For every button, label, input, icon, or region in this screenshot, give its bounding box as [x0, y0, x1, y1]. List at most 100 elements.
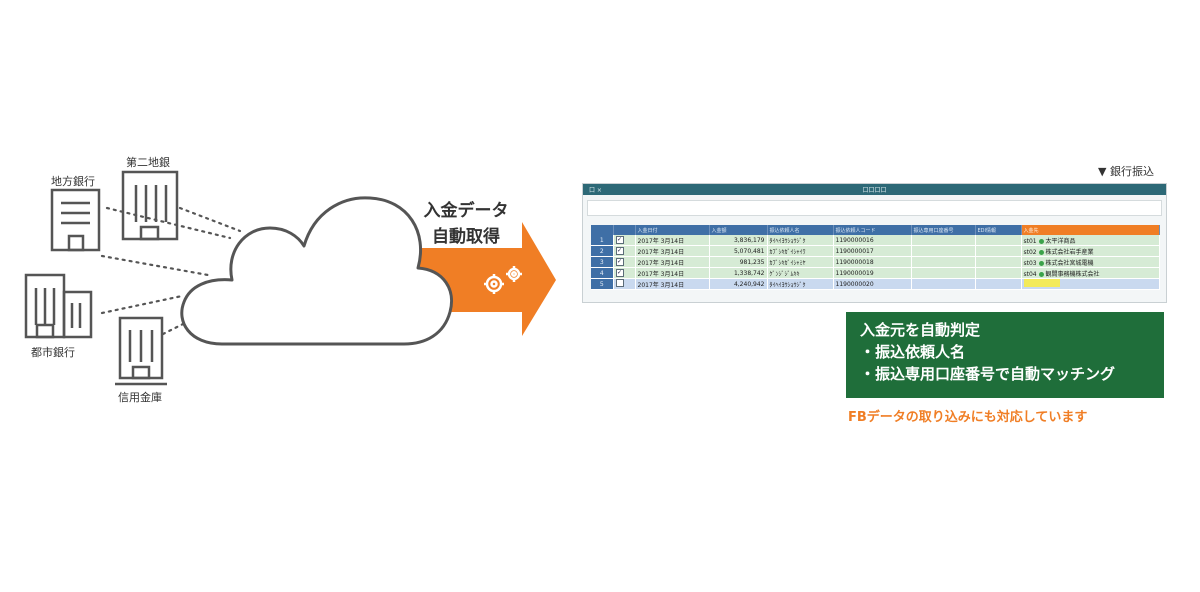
date-cell: 2017年 3月14日 — [635, 256, 710, 268]
edi-cell — [975, 235, 1022, 246]
table-row[interactable]: 3 ✓ 2017年 3月14日 981,235 ｶﾌﾞｼｷｶﾞｲｼｬﾐﾔ 119… — [591, 256, 1160, 268]
row-checkbox[interactable] — [615, 279, 624, 287]
destination-cell[interactable] — [1021, 278, 1160, 290]
grid-header[interactable]: 振込依頼人コード — [833, 225, 912, 235]
status-dot-icon — [1038, 238, 1044, 244]
screenshot-caption: ▼ 銀行振込 — [1098, 165, 1154, 178]
payer-code-cell: 1190000018 — [833, 256, 912, 268]
status-dot-icon — [1038, 249, 1044, 255]
window-title: 口口口口 — [862, 187, 887, 194]
status-dot-icon — [1038, 271, 1044, 277]
destination-name: 太平洋商品 — [1045, 237, 1076, 245]
auto-match-item-name: ・振込依頼人名 — [860, 343, 966, 361]
bank-label-shinkin: 信用金庫 — [118, 391, 162, 404]
table-row[interactable]: 2 ✓ 2017年 3月14日 5,070,481 ｶﾌﾞｼｷｶﾞｲｼｬｲﾜ 1… — [591, 245, 1160, 257]
destination-cell[interactable]: st04 観間事務機株式会社 — [1021, 267, 1160, 279]
row-checkbox[interactable]: ✓ — [615, 247, 624, 255]
cloud-shape — [180, 196, 453, 346]
destination-cell[interactable]: st03 株式会社宮城電機 — [1021, 256, 1160, 268]
auto-match-title: 入金元を自動判定 — [860, 321, 981, 339]
line-city-bottom — [100, 294, 184, 315]
row-checkbox[interactable]: ✓ — [615, 236, 624, 244]
window-titlebar: 口 × 口口口口 — [583, 184, 1166, 195]
account-cell — [911, 278, 976, 290]
row-number: 1 — [591, 235, 614, 246]
gear-icon — [484, 266, 522, 294]
grid-header — [591, 225, 614, 235]
payer-name-cell: ﾀｲﾍｲﾖｳｼｮｳｼﾞｸ — [767, 235, 834, 246]
payer-name-cell: ｶﾌﾞｼｷｶﾞｲｼｬｲﾜ — [767, 245, 834, 257]
unmatched-highlight — [1023, 279, 1060, 287]
edi-cell — [975, 256, 1022, 268]
payer-code-cell: 1190000020 — [833, 278, 912, 290]
payer-name-cell: ｶﾌﾞｼｷｶﾞｲｼｬﾐﾔ — [767, 256, 834, 268]
date-cell: 2017年 3月14日 — [635, 245, 710, 257]
grid-header[interactable]: 入金日付 — [635, 225, 710, 235]
grid-header[interactable]: 入金額 — [709, 225, 768, 235]
row-number: 5 — [591, 278, 614, 290]
bank-label-city: 都市銀行 — [31, 346, 75, 359]
bank-label-second-regional: 第二地銀 — [126, 156, 170, 169]
row-number: 4 — [591, 267, 614, 279]
grid-header[interactable]: 入金先 — [1021, 225, 1160, 235]
deposit-grid: 入金日付 入金額 振込依頼人名 振込依頼人コード 振込専用口座番号 EDI情報 … — [591, 225, 1160, 290]
destination-name: 観間事務機株式会社 — [1045, 270, 1100, 278]
amount-cell: 981,235 — [709, 256, 768, 268]
window-controls: 口 × — [589, 187, 602, 194]
row-checkbox[interactable]: ✓ — [615, 258, 624, 266]
edi-cell — [975, 278, 1022, 290]
date-cell: 2017年 3月14日 — [635, 278, 710, 290]
grid-header[interactable]: 振込専用口座番号 — [911, 225, 976, 235]
arrow-label: 入金データ 自動取得 — [406, 198, 526, 250]
grid-header[interactable]: 振込依頼人名 — [767, 225, 834, 235]
account-cell — [911, 267, 976, 279]
row-checkbox-cell[interactable] — [613, 278, 636, 290]
table-row[interactable]: 4 ✓ 2017年 3月14日 1,338,742 ｹﾞﾝｼﾞｼﾞﾑｷｷ 119… — [591, 267, 1160, 279]
destination-cell[interactable]: st02 株式会社岩手産業 — [1021, 245, 1160, 257]
payer-name-cell: ｹﾞﾝｼﾞｼﾞﾑｷｷ — [767, 267, 834, 279]
payer-code-cell: 1190000017 — [833, 245, 912, 257]
amount-cell: 1,338,742 — [709, 267, 768, 279]
destination-code: st01 — [1023, 237, 1037, 245]
building-icon — [24, 273, 93, 339]
auto-match-box: 入金元を自動判定 ・振込依頼人名 ・振込専用口座番号で自動マッチング — [846, 312, 1164, 398]
payer-name-cell: ﾀｲﾍｲﾖｳｼｮｳｼﾞｸ — [767, 278, 834, 290]
status-dot-icon — [1038, 260, 1044, 266]
destination-name: 株式会社岩手産業 — [1045, 248, 1094, 256]
line-regional — [105, 206, 232, 240]
row-checkbox-cell[interactable]: ✓ — [613, 267, 636, 279]
row-checkbox[interactable]: ✓ — [615, 269, 624, 277]
row-number: 3 — [591, 256, 614, 268]
table-row[interactable]: 1 ✓ 2017年 3月14日 3,836,179 ﾀｲﾍｲﾖｳｼｮｳｼﾞｸ 1… — [591, 235, 1160, 246]
table-row[interactable]: 5 2017年 3月14日 4,240,942 ﾀｲﾍｲﾖｳｼｮｳｼﾞｸ 119… — [591, 278, 1160, 290]
auto-match-item-account: ・振込専用口座番号で自動マッチング — [860, 365, 1116, 383]
arrow-label-line1: 入金データ — [423, 201, 509, 221]
date-cell: 2017年 3月14日 — [635, 267, 710, 279]
amount-cell: 5,070,481 — [709, 245, 768, 257]
row-checkbox-cell[interactable]: ✓ — [613, 245, 636, 257]
account-cell — [911, 245, 976, 257]
destination-name: 株式会社宮城電機 — [1045, 259, 1094, 267]
row-checkbox-cell[interactable]: ✓ — [613, 256, 636, 268]
edi-cell — [975, 245, 1022, 257]
building-icon — [115, 316, 167, 386]
grid-header-row: 入金日付 入金額 振込依頼人名 振込依頼人コード 振込専用口座番号 EDI情報 … — [591, 225, 1160, 235]
payer-code-cell: 1190000016 — [833, 235, 912, 246]
building-icon — [50, 188, 101, 252]
account-cell — [911, 256, 976, 268]
bank-label-regional: 地方銀行 — [51, 175, 95, 188]
fb-data-note: FBデータの取り込みにも対応しています — [848, 410, 1088, 425]
app-screenshot: 口 × 口口口口 入金日付 入金額 振込依頼人名 振込依頼人コード 振込専用口座… — [582, 183, 1167, 303]
date-cell: 2017年 3月14日 — [635, 235, 710, 246]
arrow-label-line2: 自動取得 — [432, 227, 500, 247]
line-city-top — [100, 254, 210, 277]
destination-code: st03 — [1023, 259, 1037, 267]
amount-cell: 4,240,942 — [709, 278, 768, 290]
amount-cell: 3,836,179 — [709, 235, 768, 246]
grid-header — [613, 225, 636, 235]
destination-code: st04 — [1023, 270, 1037, 278]
row-checkbox-cell[interactable]: ✓ — [613, 235, 636, 246]
grid-header[interactable]: EDI情報 — [975, 225, 1022, 235]
destination-cell[interactable]: st01 太平洋商品 — [1021, 235, 1160, 246]
